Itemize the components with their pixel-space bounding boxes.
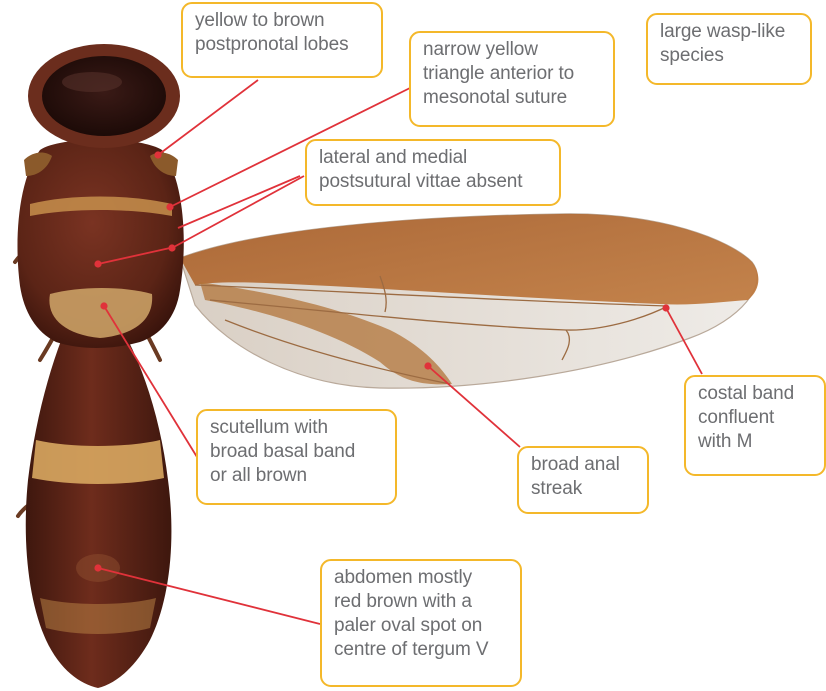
eye-highlight xyxy=(62,72,122,92)
callout-wasp-like: large wasp-like species xyxy=(646,13,812,85)
callout-postsutural-vittae: lateral and medial postsutural vittae ab… xyxy=(305,139,561,206)
callout-yellow-triangle: narrow yellow triangle anterior to meson… xyxy=(409,31,615,127)
leader-vittae-lateral xyxy=(178,176,300,228)
dot-postpronotal xyxy=(154,151,161,158)
wing xyxy=(180,214,758,388)
thorax xyxy=(17,140,183,349)
dot-triangle xyxy=(166,203,173,210)
dot-anal xyxy=(424,362,431,369)
dot-abdomen xyxy=(94,564,101,571)
callout-scutellum: scutellum with broad basal band or all b… xyxy=(196,409,397,505)
dot-vittae xyxy=(168,244,175,251)
head xyxy=(28,44,180,148)
callout-costal-band: costal band confluent with M xyxy=(684,375,826,476)
dot-thorax xyxy=(94,260,101,267)
callout-postpronotal-lobes: yellow to brown postpronotal lobes xyxy=(181,2,383,78)
compound-eye xyxy=(42,56,166,136)
dot-scutellum xyxy=(100,302,107,309)
abdomen-pale-band xyxy=(32,440,164,484)
dot-costal xyxy=(662,304,669,311)
callout-anal-streak: broad anal streak xyxy=(517,446,649,514)
callout-abdomen: abdomen mostly red brown with a paler ov… xyxy=(320,559,522,687)
abdomen-body xyxy=(26,334,172,688)
abdomen xyxy=(26,334,172,688)
